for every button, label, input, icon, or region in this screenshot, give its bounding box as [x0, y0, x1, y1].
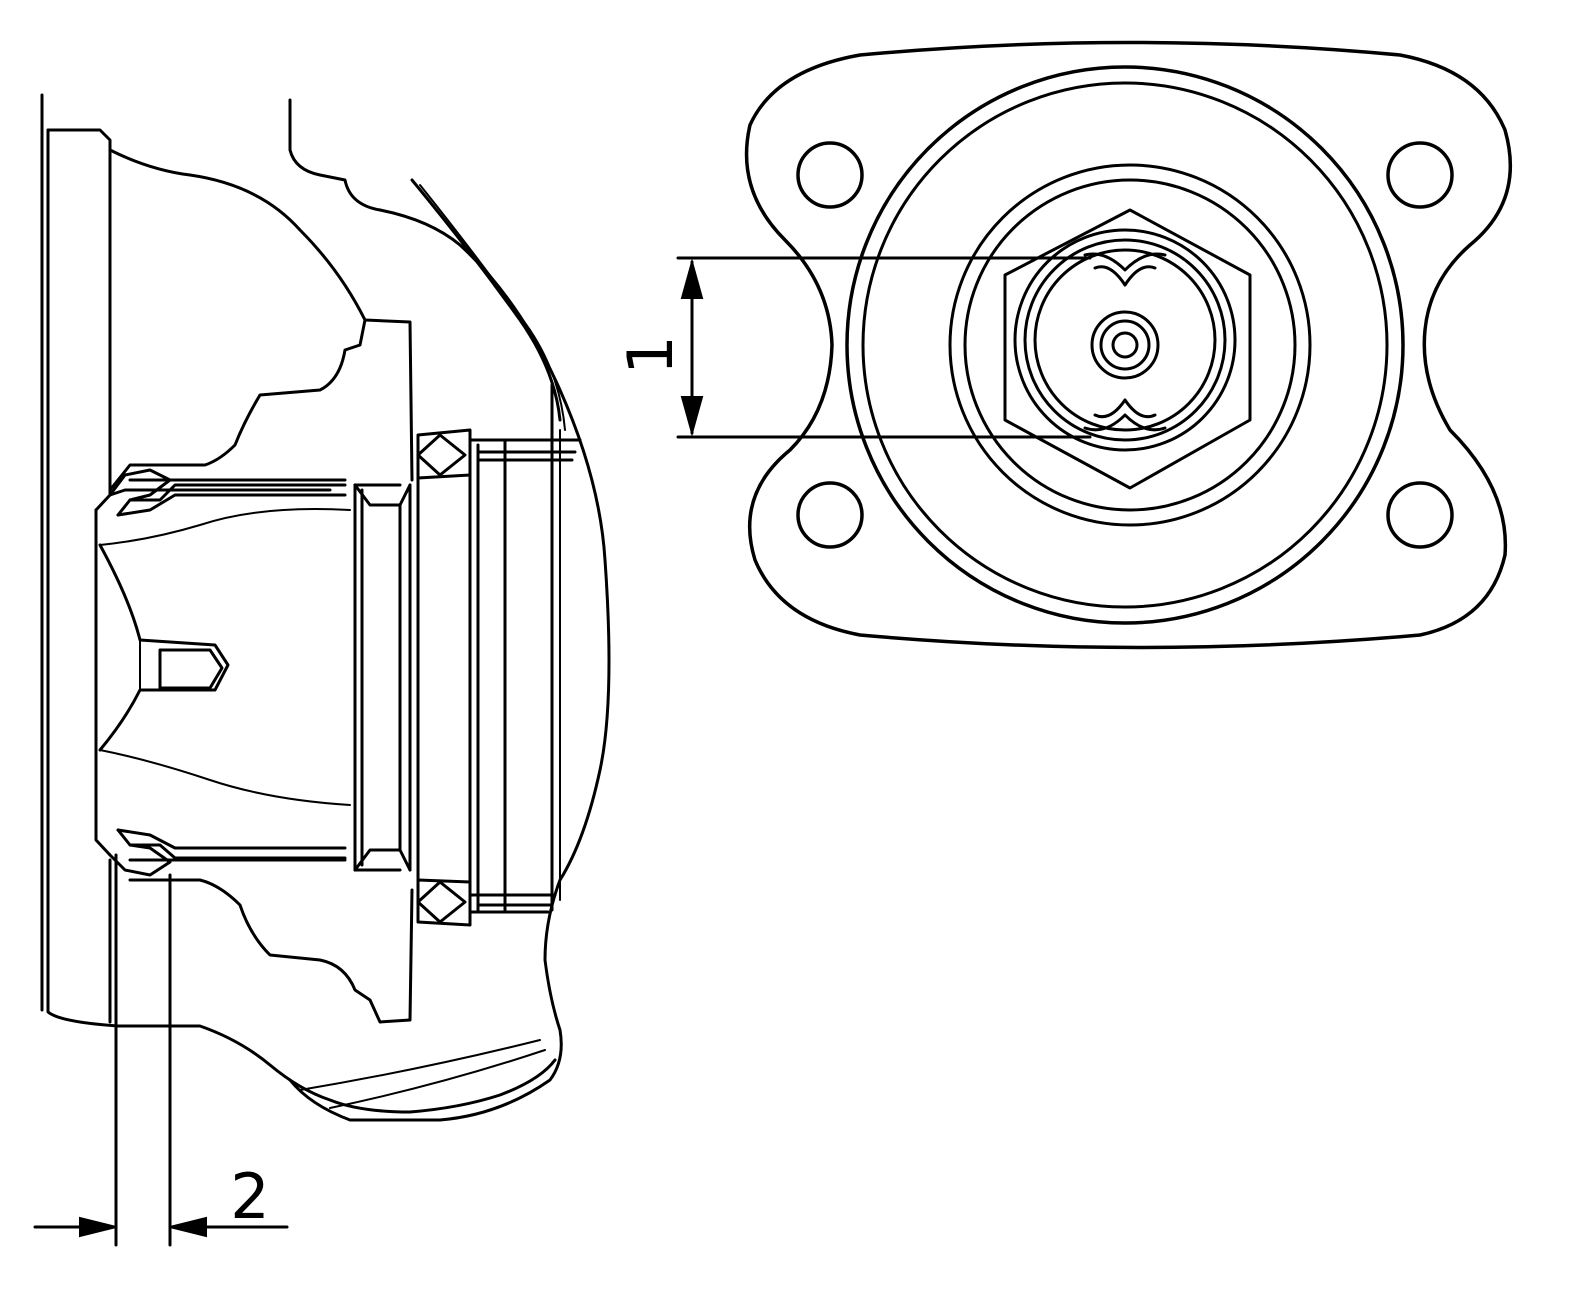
- o-ring-upper: [416, 428, 472, 480]
- dimension-1: 1: [614, 256, 1092, 439]
- flange-plate: [40, 93, 120, 1028]
- inner-seal: [108, 468, 347, 877]
- dimension-1-label: 1: [614, 335, 687, 374]
- inner-circle-outer: [1013, 228, 1237, 452]
- o-ring-lower: [416, 878, 472, 927]
- middle-ring-inner: [963, 178, 1297, 512]
- bolt-hole-top-left: [796, 141, 864, 209]
- inner-circle: [1023, 238, 1227, 442]
- dimension-2-label: 2: [230, 1160, 269, 1233]
- bolt-hole-top-right: [1386, 141, 1454, 209]
- dimension-2: 2: [33, 853, 289, 1247]
- center-bore-outer: [1090, 310, 1160, 380]
- notch-bottom: [1083, 413, 1167, 432]
- outer-ring: [845, 65, 1405, 625]
- center-bore-inner: [1111, 331, 1139, 359]
- outer-ring-inner: [861, 81, 1389, 609]
- housing-outline: [108, 98, 611, 1122]
- notch-top: [1083, 252, 1167, 272]
- inner-circle-small: [1033, 248, 1217, 432]
- section-view: [40, 93, 611, 1122]
- center-bore-mid: [1099, 319, 1151, 371]
- outer-sleeve: [416, 438, 582, 917]
- end-view: [744, 40, 1513, 650]
- notch-bottom-inner: [1093, 398, 1157, 419]
- middle-ring: [948, 163, 1312, 527]
- hex-nut: [1003, 208, 1252, 490]
- bore: [94, 478, 351, 862]
- bolt-hole-bottom-left: [796, 481, 864, 549]
- bolt-hole-bottom-right: [1386, 481, 1454, 549]
- bushing: [353, 483, 412, 872]
- notch-top-inner: [1093, 265, 1157, 287]
- flange-outline: [744, 40, 1513, 650]
- contour-diagonals: [410, 178, 566, 912]
